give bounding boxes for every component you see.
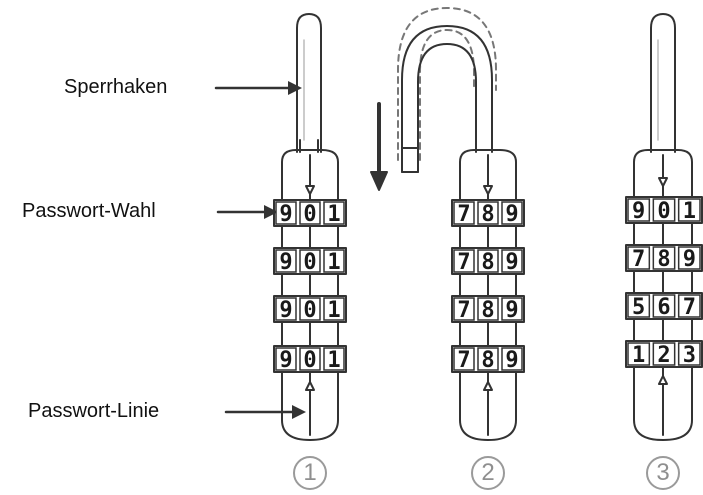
dial-cell: [323, 297, 345, 321]
dial-digit: 9: [505, 202, 518, 227]
dial-cell: [501, 347, 523, 371]
dial-cell: [627, 198, 651, 222]
dial-digit: 9: [632, 199, 645, 224]
lock-3-body: [633, 149, 693, 441]
dial-cell: [677, 246, 701, 270]
dial-digit: 0: [303, 250, 316, 275]
dial-digit: 9: [505, 348, 518, 373]
lock-3-shackle: [650, 13, 676, 153]
lock-3: [625, 13, 703, 441]
dial-cell: [627, 342, 651, 366]
dial-digit: 7: [457, 348, 470, 373]
dial-digit: 8: [657, 247, 670, 272]
dial-cell: [477, 297, 499, 321]
pointer-arrows: [214, 86, 294, 414]
dial-cell: [299, 201, 321, 225]
dial-cell: [275, 249, 297, 273]
dial-cell: [652, 342, 676, 366]
dial-digit: 8: [481, 202, 494, 227]
dial-digit: 0: [303, 348, 316, 373]
dial-digit: 9: [505, 250, 518, 275]
dial-digit: 7: [632, 247, 645, 272]
lock-2-shackle: [401, 25, 493, 173]
dial-digit: 8: [481, 298, 494, 323]
dial-cell: [677, 342, 701, 366]
dial-digit: 1: [327, 348, 340, 373]
lock-1-shackle: [296, 13, 322, 153]
dial-cell: [323, 249, 345, 273]
lock-2-shackle-previous: [397, 7, 497, 161]
shackle-label: Sperrhaken: [64, 76, 168, 98]
dial-digit: 7: [683, 295, 696, 320]
dial-digit: 5: [632, 295, 645, 320]
dial-cell: [627, 246, 651, 270]
dial-digit: 9: [279, 348, 292, 373]
dial-digit: 9: [683, 247, 696, 272]
dial-cell: [501, 201, 523, 225]
dial-cell: [275, 347, 297, 371]
dial-cell: [453, 347, 475, 371]
dial-digit: 0: [303, 202, 316, 227]
dial-cell: [677, 294, 701, 318]
dial-digit: 1: [683, 199, 696, 224]
lock-1: [273, 13, 347, 441]
step-3-badge: 3: [646, 456, 680, 490]
dial-digit: 3: [683, 343, 696, 368]
dial-cell: [652, 198, 676, 222]
dial-cell: [299, 249, 321, 273]
dial-digit: 6: [657, 295, 670, 320]
step-1-badge: 1: [293, 456, 327, 490]
dial-digit: 0: [657, 199, 670, 224]
dial-cell: [453, 249, 475, 273]
dial-digit: 8: [481, 348, 494, 373]
dial-cell: [323, 347, 345, 371]
dial-cell: [501, 297, 523, 321]
dial-digit: 7: [457, 298, 470, 323]
dial-cell: [299, 347, 321, 371]
dial-cell: [323, 201, 345, 225]
dial-cell: [627, 294, 651, 318]
dial-cell: [299, 297, 321, 321]
dial-digit: 8: [481, 250, 494, 275]
dial-digit: 9: [279, 202, 292, 227]
code-line-label: Passwort-Linie: [28, 400, 160, 422]
dial-digit: 1: [632, 343, 645, 368]
dial-digit: 2: [657, 343, 670, 368]
dial-cell: [477, 347, 499, 371]
dial-cell: [677, 198, 701, 222]
dial-digit: 9: [505, 298, 518, 323]
dial-digit: 1: [327, 202, 340, 227]
dial-select-label: Passwort-Wahl: [22, 200, 156, 222]
dial-cell: [477, 249, 499, 273]
dial-cell: [453, 297, 475, 321]
dial-cell: [453, 201, 475, 225]
dial-cell: [501, 249, 523, 273]
step-2-badge: 2: [471, 456, 505, 490]
lock-2-body: [459, 149, 517, 441]
dial-digit: 7: [457, 202, 470, 227]
dial-cell: [477, 201, 499, 225]
dial-digit: 1: [327, 250, 340, 275]
dial-digit: 9: [279, 298, 292, 323]
dial-digit: 0: [303, 298, 316, 323]
dial-cell: [652, 246, 676, 270]
dial-digit: 7: [457, 250, 470, 275]
lock-1-body: [281, 149, 339, 441]
dial-cell: [275, 297, 297, 321]
dial-cell: [275, 201, 297, 225]
dial-cell: [652, 294, 676, 318]
dial-digit: 1: [327, 298, 340, 323]
lock-2: [370, 7, 525, 441]
dial-digit: 9: [279, 250, 292, 275]
